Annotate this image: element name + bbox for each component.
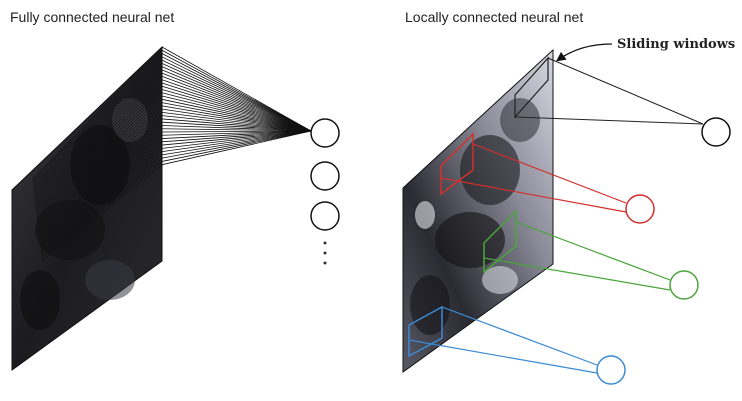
plane-line	[33, 66, 163, 194]
output-neuron-2	[310, 161, 340, 191]
connection-line	[161, 111, 312, 132]
sliding-window-red	[440, 132, 474, 196]
plane-line	[37, 118, 163, 230]
plane-line	[35, 92, 163, 212]
plane-line	[35, 95, 163, 214]
connection-line	[161, 62, 312, 132]
plane-line	[36, 99, 163, 217]
connection-line	[161, 56, 312, 132]
connection-line	[161, 102, 312, 132]
connection-line	[161, 53, 312, 132]
connection-line	[161, 59, 312, 132]
output-neuron-1	[310, 118, 340, 148]
connection-line	[161, 85, 312, 132]
plane-line	[38, 128, 163, 237]
connection-line	[161, 130, 312, 133]
plane-line	[41, 161, 163, 259]
connection-line	[161, 72, 312, 132]
callout-arrow	[556, 43, 613, 62]
sliding-window-blue	[408, 305, 443, 358]
connection-line	[161, 115, 312, 132]
connection-line	[161, 130, 312, 153]
plane-line	[40, 151, 163, 253]
plane-line	[37, 115, 163, 228]
connection-line	[161, 130, 312, 166]
plane-line	[32, 59, 163, 190]
connection-line	[161, 66, 312, 132]
connection-line	[161, 76, 312, 132]
connection-line	[161, 130, 312, 159]
connection-line	[161, 46, 312, 132]
fully-connected-panel	[11, 45, 340, 371]
connection-line	[161, 89, 312, 132]
connection-line	[161, 128, 312, 132]
plane-line	[32, 56, 163, 187]
plane-line	[32, 53, 163, 185]
connection-line	[161, 105, 312, 132]
connection-line	[161, 95, 312, 132]
connection-line	[161, 130, 312, 139]
plane-line	[39, 138, 163, 244]
connection-line	[161, 130, 312, 143]
plane-line	[37, 112, 163, 226]
connection-line	[161, 98, 312, 132]
sliding-window-top	[514, 56, 549, 119]
output-neuron-3	[310, 201, 340, 231]
connection-line	[161, 82, 312, 132]
plane-line	[39, 135, 163, 241]
connection-line	[161, 130, 312, 136]
locally-connected-panel	[402, 43, 731, 385]
plane-line	[33, 63, 163, 192]
connection-line	[161, 130, 312, 149]
connection-line	[161, 130, 312, 146]
neuron-top	[701, 117, 731, 147]
plane-line	[34, 79, 163, 203]
plane-line	[39, 131, 163, 239]
ellipsis-dots	[323, 241, 327, 265]
neuron-green	[669, 270, 699, 300]
plane-line	[38, 125, 163, 235]
plane-line	[35, 86, 163, 208]
plane-line	[40, 154, 163, 255]
plane-line	[37, 108, 163, 223]
plane-line	[40, 148, 163, 250]
plane-line	[34, 72, 163, 199]
connection-line	[161, 49, 312, 132]
fully-connected-lines	[31, 46, 312, 262]
connection-line	[161, 118, 312, 132]
connection-line	[161, 130, 312, 156]
neuron-red	[625, 194, 655, 224]
plane-line	[41, 164, 163, 262]
plane-line	[32, 50, 163, 183]
connection-line	[161, 69, 312, 132]
connection-line	[161, 121, 312, 132]
locally-connected-title: Locally connected neural net	[405, 9, 584, 25]
plane-line	[35, 89, 163, 210]
plane-line	[34, 82, 163, 205]
plane-line	[41, 157, 163, 257]
plane-line	[38, 121, 163, 232]
plane-line	[33, 69, 163, 196]
plane-line	[31, 46, 163, 181]
connection-line	[161, 79, 312, 132]
plane-line	[40, 144, 163, 248]
connection-line	[161, 108, 312, 132]
connection-line	[161, 92, 312, 132]
plane-line	[36, 105, 163, 221]
connection-line	[161, 130, 312, 162]
plane-line	[39, 141, 163, 246]
sliding-windows-callout: Sliding windows	[617, 37, 736, 52]
neuron-blue	[596, 355, 626, 385]
plane-line	[34, 76, 163, 201]
connection-line	[161, 125, 312, 132]
plane-line	[36, 102, 163, 219]
sliding-window-green	[483, 209, 517, 274]
image-texture-right	[410, 98, 540, 335]
fully-connected-title: Fully connected neural net	[10, 9, 175, 25]
